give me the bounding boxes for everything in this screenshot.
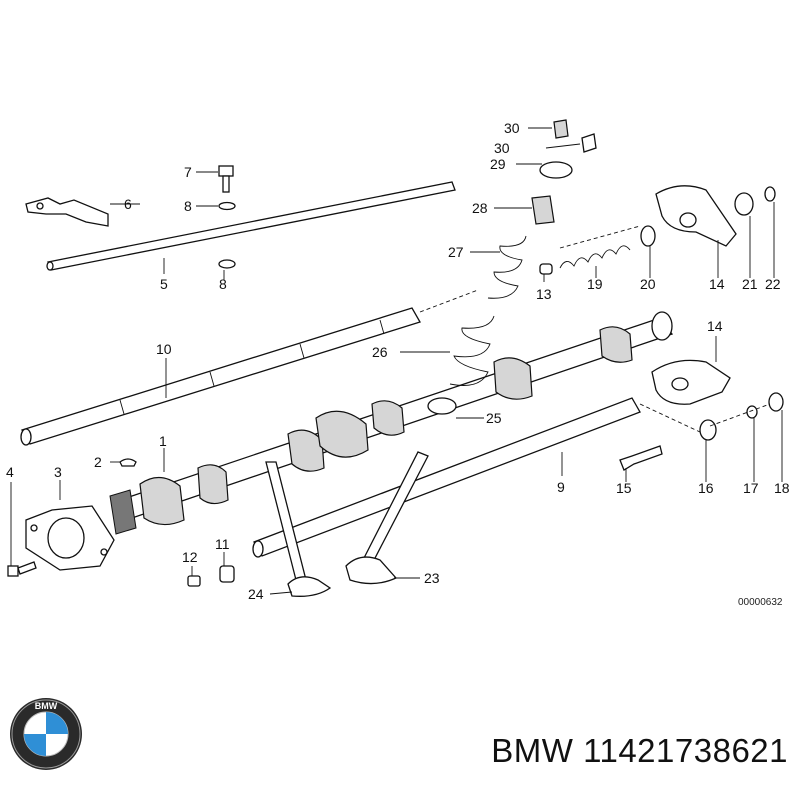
callout-30-top: 30 xyxy=(504,120,520,136)
callout-1: 1 xyxy=(159,433,167,449)
callout-7: 7 xyxy=(184,164,192,180)
oil-pipe xyxy=(46,181,456,271)
callout-21: 21 xyxy=(742,276,758,292)
footer: BMW BMW 11421738621 xyxy=(0,690,800,800)
callout-25: 25 xyxy=(486,410,502,426)
bolt-7 xyxy=(218,165,234,193)
callout-19: 19 xyxy=(587,276,603,292)
callout-28: 28 xyxy=(472,200,488,216)
callout-14-bottom: 14 xyxy=(707,318,723,334)
spring-26 xyxy=(449,315,495,386)
pin-12 xyxy=(187,575,201,587)
callout-22: 22 xyxy=(765,276,781,292)
key-2 xyxy=(119,458,137,467)
callout-29: 29 xyxy=(490,156,506,172)
washer-20 xyxy=(640,225,656,247)
bolt-15 xyxy=(619,445,663,471)
part-number: BMW 11421738621 xyxy=(491,732,788,769)
callout-26: 26 xyxy=(372,344,388,360)
ring-18 xyxy=(768,392,784,412)
parts-diagram: 1 2 3 4 5 6 7 8 8 9 10 11 12 13 14 14 15… xyxy=(6,119,790,608)
callout-18: 18 xyxy=(774,480,790,496)
callout-27: 27 xyxy=(448,244,464,260)
rocker-shaft-10 xyxy=(20,307,421,446)
ring-22 xyxy=(764,186,776,202)
callout-3: 3 xyxy=(54,464,62,480)
flange xyxy=(25,505,115,571)
bushing-21 xyxy=(734,192,754,216)
washer-8-top xyxy=(218,201,236,211)
callout-17: 17 xyxy=(743,480,759,496)
callout-23: 23 xyxy=(424,570,440,586)
bmw-logo: BMW xyxy=(10,698,82,770)
callout-2: 2 xyxy=(94,454,102,470)
leader-lines xyxy=(10,127,783,595)
callout-8-top: 8 xyxy=(184,198,192,214)
callout-5: 5 xyxy=(160,276,168,292)
ball-13 xyxy=(539,263,553,275)
rocker-arm-14-bottom xyxy=(651,359,731,405)
spring-27 xyxy=(487,235,527,299)
rocker-shaft-9 xyxy=(252,397,641,558)
rocker-arm-14-top xyxy=(655,185,737,247)
callout-13: 13 xyxy=(536,286,552,302)
callout-4: 4 xyxy=(6,464,14,480)
valve-23 xyxy=(345,451,429,585)
bracket xyxy=(25,197,109,227)
callout-20: 20 xyxy=(640,276,656,292)
callout-15: 15 xyxy=(616,480,632,496)
collet-30-b xyxy=(581,133,597,153)
retainer-29 xyxy=(539,161,573,179)
callout-9: 9 xyxy=(557,479,565,495)
valve-24 xyxy=(265,461,332,597)
callout-6: 6 xyxy=(124,196,132,212)
bushing-11 xyxy=(219,565,235,583)
svg-text:BMW: BMW xyxy=(35,701,58,711)
seal-28 xyxy=(531,195,555,225)
seat-25 xyxy=(427,397,457,415)
callout-16: 16 xyxy=(698,480,714,496)
collet-30-a xyxy=(553,119,569,139)
camshaft xyxy=(109,311,674,535)
callout-8-bottom: 8 xyxy=(219,276,227,292)
washer-8-bottom xyxy=(218,259,236,269)
bushing-16 xyxy=(699,419,717,441)
washer-17 xyxy=(746,405,758,419)
bolt-4 xyxy=(7,561,37,577)
callout-30-bottom: 30 xyxy=(494,140,510,156)
callout-11: 11 xyxy=(215,536,230,552)
callout-14-top: 14 xyxy=(709,276,725,292)
callout-12: 12 xyxy=(182,549,198,565)
callout-10: 10 xyxy=(156,341,172,357)
callout-24: 24 xyxy=(248,586,264,602)
spring-19 xyxy=(559,245,631,269)
reference-code: 00000632 xyxy=(738,597,783,608)
